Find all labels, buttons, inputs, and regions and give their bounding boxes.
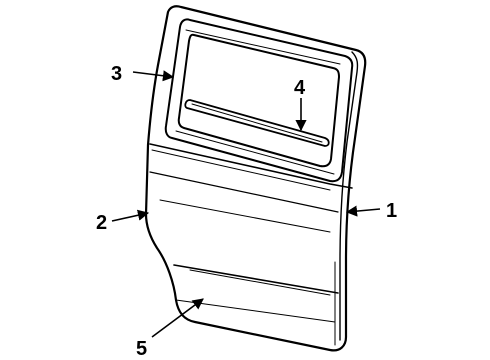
window-channel-line: [175, 29, 341, 175]
belt-line-crease: [149, 143, 353, 189]
callout-arrow-2: [111, 209, 150, 222]
callout-arrow-1: [345, 205, 381, 217]
belt-weatherstrip: [184, 99, 330, 147]
callout-label-2: 2: [96, 212, 107, 234]
belt-line-crease-lower: [151, 149, 331, 191]
callout-arrow-5: [151, 298, 204, 338]
callout-label-3: 3: [111, 63, 122, 85]
callout-label-5: 5: [136, 338, 147, 360]
lower-moulding-line-2: [175, 269, 336, 323]
callout-label-4: 4: [294, 77, 306, 99]
belt-weatherstrip-inner: [191, 103, 323, 143]
body-character-line-mid: [159, 199, 331, 233]
callout-arrow-3: [132, 70, 175, 82]
callout-label-1: 1: [386, 200, 397, 222]
window-frame-outer: [164, 18, 354, 183]
window-glass-opening: [177, 33, 340, 168]
body-character-line-upper: [149, 171, 339, 213]
door-edge-flange: [339, 51, 359, 341]
door-outer-panel: [144, 5, 367, 352]
lower-moulding: [173, 264, 339, 294]
